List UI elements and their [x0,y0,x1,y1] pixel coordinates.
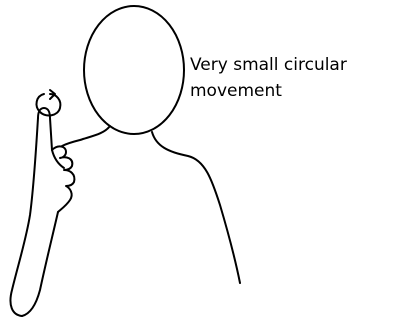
arm-outer [10,118,38,316]
body-right-outline [152,132,240,283]
curled-fingers [52,146,74,212]
movement-caption: Very small circular movement [190,52,390,104]
caption-line-2: movement [190,78,390,104]
head-outline [84,6,184,134]
body-left-neck [62,126,110,146]
caption-line-1: Very small circular [190,52,390,78]
thumb [52,150,64,168]
